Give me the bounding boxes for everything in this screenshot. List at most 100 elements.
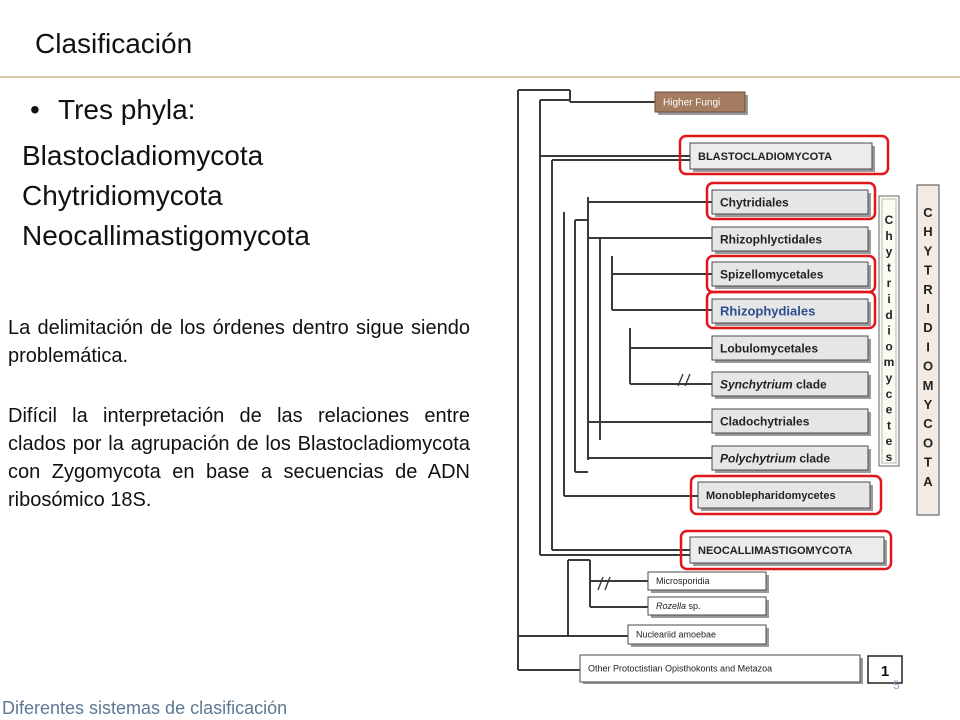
taxon-higher-fungi-label: Higher Fungi xyxy=(663,98,720,109)
taxon-synchytrium-label: Synchytrium clade xyxy=(720,377,827,391)
red-highlight-box xyxy=(679,529,893,571)
taxon-rozella-label-main: Rozella xyxy=(656,601,686,611)
taxon-rhizophlyctidales-label: Rhizophlyctidales xyxy=(720,232,822,246)
red-highlight-box xyxy=(705,181,877,221)
taxon-microsporidia-box xyxy=(647,571,767,591)
phylum-bracket-box xyxy=(916,184,940,516)
taxon-spizellomycetales-label-main: Spizellomycetales xyxy=(720,267,824,281)
taxon-other-protoctistian-opisthokonts-and-metazoa-label-main: Other Protoctistian Opisthokonts and Met… xyxy=(588,664,772,674)
phylum-bracket-letter: C xyxy=(923,205,933,220)
red-highlight-box xyxy=(678,134,890,176)
phylum-chytridiomycota: Chytridiomycota xyxy=(22,180,223,211)
taxon-blastocladiomycota-label: BLASTOCLADIOMYCOTA xyxy=(698,151,832,163)
taxon-neocallimastigomycota-box xyxy=(689,536,885,564)
figure-number-box xyxy=(867,655,903,684)
taxon-microsporidia-label: Microsporidia xyxy=(656,576,710,586)
taxon-monoblepharidomycetes-label-main: Monoblepharidomycetes xyxy=(706,490,836,502)
taxon-chytridiales-box xyxy=(711,189,869,215)
class-bracket-letter: y xyxy=(886,371,893,385)
phylum-bracket-letter: Y xyxy=(924,243,933,258)
class-bracket-letter: s xyxy=(886,450,893,464)
page-title: Clasificación xyxy=(35,28,193,59)
taxon-lobulomycetales-label-main: Lobulomycetales xyxy=(720,341,818,355)
phylum-bracket-letter: R xyxy=(923,282,933,297)
taxon-synchytrium-box xyxy=(711,371,869,397)
class-bracket-letter: i xyxy=(887,292,890,306)
class-bracket-letter: d xyxy=(885,308,892,322)
taxon-polychytrium-box xyxy=(711,445,869,471)
taxon-chytridiales-label-main: Chytridiales xyxy=(720,195,789,209)
taxon-rhizophydiales-box xyxy=(711,298,869,324)
phylum-bracket-letter: C xyxy=(923,416,933,431)
class-bracket-letter: e xyxy=(886,403,893,417)
taxon-monoblepharidomycetes-box xyxy=(697,481,871,509)
page-number: 5 xyxy=(893,678,900,692)
taxon-spizellomycetales-label: Spizellomycetales xyxy=(720,267,824,281)
taxon-rhizophydiales-label-main: Rhizophydiales xyxy=(720,304,815,319)
class-bracket-box xyxy=(878,195,900,467)
phylum-bracket-letter: Y xyxy=(924,397,933,412)
taxon-nucleariid-amoebae-label-main: Nucleariid amoebae xyxy=(636,630,716,640)
taxon-cladochytriales-label-main: Cladochytriales xyxy=(720,414,810,428)
class-bracket-inner xyxy=(881,198,897,464)
phylum-bracket-letter: I xyxy=(926,339,930,354)
taxon-higher-fungi-box xyxy=(654,91,746,113)
class-bracket-letter: i xyxy=(887,324,890,338)
taxon-rhizophlyctidales-box xyxy=(711,226,869,252)
taxon-blastocladiomycota-box xyxy=(689,142,873,170)
class-bracket-letter: t xyxy=(887,418,891,432)
paragraph-interpretation: Difícil la interpretación de las relacio… xyxy=(8,405,470,511)
footer-text: Diferentes sistemas de clasificación xyxy=(2,698,288,718)
phylum-bracket-letter: H xyxy=(923,224,932,239)
red-highlight-box xyxy=(689,474,883,516)
taxon-polychytrium-label-main: Polychytrium xyxy=(720,451,796,465)
taxon-microsporidia-label-main: Microsporidia xyxy=(656,576,710,586)
phylum-blastocladiomycota: Blastocladiomycota xyxy=(22,140,264,171)
taxon-spizellomycetales-box xyxy=(711,261,869,287)
taxon-rhizophydiales-label: Rhizophydiales xyxy=(720,304,815,319)
class-bracket-letter: c xyxy=(886,387,893,401)
phylum-bracket-letter: I xyxy=(926,301,930,316)
taxon-lobulomycetales-box xyxy=(711,335,869,361)
branch-break-mark xyxy=(597,576,611,591)
taxon-higher-fungi-label-main: Higher Fungi xyxy=(663,98,720,109)
taxon-other-protoctistian-opisthokonts-and-metazoa-box xyxy=(579,654,861,683)
class-bracket-letter: h xyxy=(885,229,892,243)
taxon-nucleariid-amoebae-box xyxy=(627,624,767,645)
taxon-rozella-box xyxy=(647,596,767,616)
figure-number-label: 1 xyxy=(881,663,889,680)
phylum-bracket-letter: T xyxy=(924,263,932,278)
bullet-item: •Tres phyla: xyxy=(30,94,195,126)
title-divider xyxy=(0,76,960,78)
class-bracket-letter: r xyxy=(887,276,892,290)
taxon-chytridiales-label: Chytridiales xyxy=(720,195,789,209)
bullet-dot: • xyxy=(30,94,40,125)
class-bracket-letter: y xyxy=(886,245,893,259)
taxon-cladochytriales-label: Cladochytriales xyxy=(720,414,810,428)
phylum-bracket-letter: T xyxy=(924,455,932,470)
taxon-lobulomycetales-label: Lobulomycetales xyxy=(720,341,818,355)
phylum-bracket-letter: D xyxy=(923,320,932,335)
taxon-polychytrium-label: Polychytrium clade xyxy=(720,451,830,465)
taxon-monoblepharidomycetes-label: Monoblepharidomycetes xyxy=(706,490,836,502)
taxon-nucleariid-amoebae-label: Nucleariid amoebae xyxy=(636,630,716,640)
red-highlight-box xyxy=(705,290,877,330)
taxon-cladochytriales-box xyxy=(711,408,869,434)
phylum-bracket-letter: A xyxy=(923,474,933,489)
class-bracket-letter: t xyxy=(887,260,891,274)
paragraph-delimitation: La delimitación de los órdenes dentro si… xyxy=(8,317,470,367)
taxon-other-protoctistian-opisthokonts-and-metazoa-label: Other Protoctistian Opisthokonts and Met… xyxy=(588,664,772,674)
phylum-bracket-letter: O xyxy=(923,435,933,450)
class-bracket-letter: C xyxy=(885,213,894,227)
phylum-bracket-letter: M xyxy=(923,378,934,393)
taxon-neocallimastigomycota-label: NEOCALLIMASTIGOMYCOTA xyxy=(698,545,852,557)
taxon-rhizophlyctidales-label-main: Rhizophlyctidales xyxy=(720,232,822,246)
taxon-neocallimastigomycota-label-main: NEOCALLIMASTIGOMYCOTA xyxy=(698,545,852,557)
phylum-bracket-letter: O xyxy=(923,359,933,374)
taxon-rozella-label-suffix: sp. xyxy=(686,601,701,611)
branch-break-mark xyxy=(677,373,691,387)
class-bracket-letter: o xyxy=(885,339,892,353)
phylum-neocallimastigomycota: Neocallimastigomycota xyxy=(22,220,310,251)
taxon-blastocladiomycota-label-main: BLASTOCLADIOMYCOTA xyxy=(698,151,832,163)
